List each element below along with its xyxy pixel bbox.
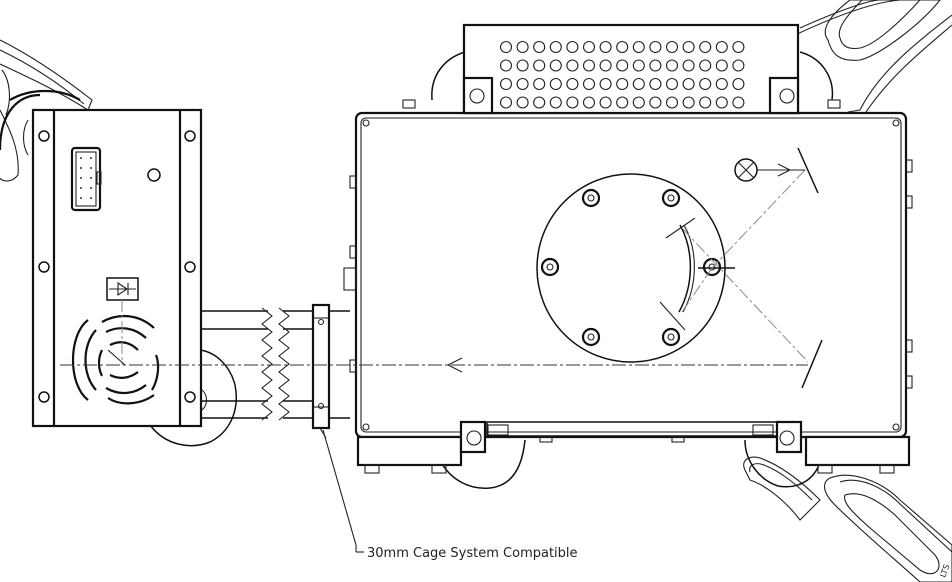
grille-hole xyxy=(682,96,695,109)
grille-hole xyxy=(699,40,712,54)
grille-hole xyxy=(566,40,579,54)
grille-hole xyxy=(516,59,529,72)
grille-hole xyxy=(616,40,629,54)
grille-hole xyxy=(732,40,745,54)
grille-hole xyxy=(632,40,645,54)
grille-hole xyxy=(682,40,695,54)
grille-hole xyxy=(665,77,679,91)
grille-hole xyxy=(649,59,662,72)
grille-hole xyxy=(715,59,728,72)
grille-hole xyxy=(665,40,679,54)
light-source-module xyxy=(31,108,203,428)
grille-hole xyxy=(682,77,695,91)
grille-hole xyxy=(516,77,529,91)
mount-disk-left-module-top xyxy=(0,93,41,156)
grille-hole xyxy=(533,96,546,109)
grille-hole xyxy=(566,59,579,72)
fold-mirror-top xyxy=(797,147,819,194)
grille-hole xyxy=(516,40,529,54)
grille-hole xyxy=(699,96,712,109)
connector-10-pin xyxy=(70,146,102,212)
grille-hole xyxy=(665,96,679,109)
grille-hole xyxy=(649,77,662,91)
fold-mirror-bottom xyxy=(801,339,823,389)
mounting-screws xyxy=(38,130,196,403)
cage-plate xyxy=(311,303,331,430)
grille-hole xyxy=(715,77,728,91)
grille-hole xyxy=(549,59,562,72)
grille-hole xyxy=(715,96,728,109)
optical-path xyxy=(60,163,809,373)
grille-hole xyxy=(549,40,562,54)
grille-hole xyxy=(699,59,712,72)
grille-holes xyxy=(499,40,745,109)
grille-hole xyxy=(682,59,695,72)
grille-hole xyxy=(533,77,546,91)
grille-hole xyxy=(632,96,645,109)
grille-hole xyxy=(632,59,645,72)
grille-hole xyxy=(582,40,596,54)
mount-disk-bottom-left xyxy=(439,439,526,489)
stage-bolts xyxy=(540,188,722,347)
grille-hole xyxy=(549,96,562,109)
grille-hole xyxy=(499,77,513,91)
cage-rods xyxy=(201,307,350,421)
grille-hole xyxy=(582,77,596,91)
cage-system-callout: 30mm Cage System Compatible xyxy=(319,427,578,561)
grille-hole xyxy=(665,59,679,72)
mount-arm-top-left xyxy=(0,39,93,182)
mount-arm-top-right xyxy=(794,0,952,113)
grille-hole xyxy=(616,59,629,72)
cage-system-label: 30mm Cage System Compatible xyxy=(367,546,578,561)
grille-hole xyxy=(499,96,513,109)
indicator-hole xyxy=(147,168,161,182)
grille-hole xyxy=(649,40,662,54)
grille-hole xyxy=(582,96,596,109)
grille-hole xyxy=(715,40,728,54)
main-housing xyxy=(343,111,913,439)
grille-hole xyxy=(599,77,612,91)
grille-hole xyxy=(566,96,579,109)
mount-disk-left-module-bottom xyxy=(149,349,237,447)
grille-hole xyxy=(582,59,596,72)
grille-hole xyxy=(732,59,745,72)
grille-hole xyxy=(732,77,745,91)
mount-disk-top-left xyxy=(431,51,466,101)
grille-hole xyxy=(549,77,562,91)
grille-hole xyxy=(599,40,612,54)
lamp-source-icon xyxy=(734,158,758,182)
grille-hole xyxy=(649,96,662,109)
fan-vent-grille xyxy=(71,314,160,405)
grille-hole xyxy=(499,40,513,54)
grille-hole xyxy=(732,96,745,109)
grille-hole xyxy=(616,77,629,91)
grille-hole xyxy=(599,59,612,72)
grille-hole xyxy=(516,96,529,109)
grille-hole xyxy=(566,77,579,91)
mount-disk-top-right xyxy=(799,51,834,101)
grille-hole xyxy=(499,59,513,72)
top-ventilation-grille xyxy=(402,23,841,115)
grille-hole xyxy=(616,96,629,109)
grille-hole xyxy=(599,96,612,109)
grille-hole xyxy=(533,59,546,72)
bottom-rail xyxy=(356,420,911,474)
grille-hole xyxy=(632,77,645,91)
grille-hole xyxy=(699,77,712,91)
mount-disk-bottom-right xyxy=(744,439,821,488)
curved-grating xyxy=(659,217,696,331)
grille-hole xyxy=(533,40,546,54)
rotary-stage xyxy=(536,173,735,363)
mount-arm-bottom-right xyxy=(743,456,952,582)
arm-edge-text: LTS xyxy=(938,563,951,579)
